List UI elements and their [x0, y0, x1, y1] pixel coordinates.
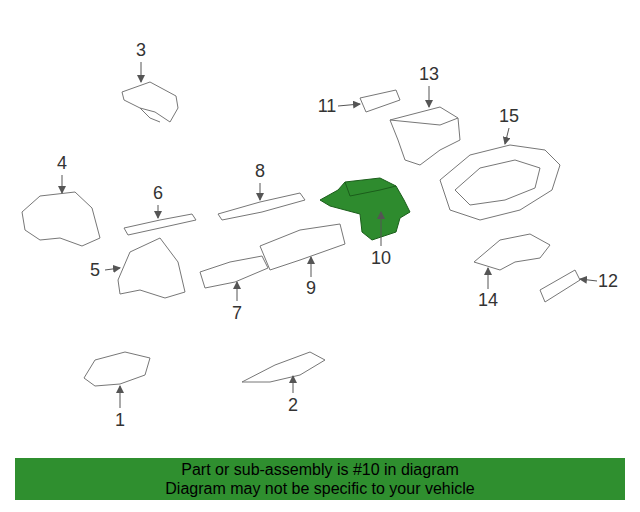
- callout-number: 5: [90, 260, 100, 280]
- notice-text: Diagram may not be specific to your vehi…: [165, 479, 474, 498]
- callout-number: 7: [232, 303, 242, 323]
- callout-number: 2: [288, 395, 298, 415]
- callout-number: 3: [136, 40, 146, 60]
- callout-number: 4: [57, 153, 67, 173]
- callout-number: 13: [419, 64, 439, 84]
- callout-number: 9: [306, 278, 316, 298]
- callout-number: 6: [153, 183, 163, 203]
- callout-number: 10: [371, 248, 391, 268]
- notice-band: Part or sub-assembly is #10 in diagramDi…: [15, 458, 625, 500]
- callout-number: 12: [598, 271, 618, 291]
- callout-number: 8: [255, 161, 265, 181]
- callout-number: 15: [499, 106, 519, 126]
- callout-number: 14: [478, 290, 498, 310]
- notice-text: Part or sub-assembly is #10 in diagram: [181, 460, 458, 479]
- callout-number: 1: [115, 410, 125, 430]
- callout-number: 11: [318, 96, 337, 116]
